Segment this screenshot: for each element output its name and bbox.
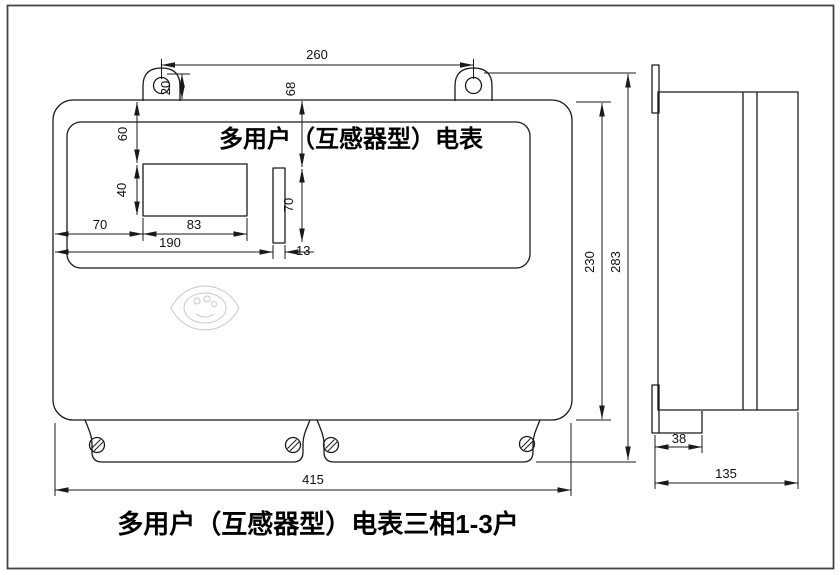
screw-icon [88, 436, 106, 454]
dim-20-label: 20 [158, 81, 173, 95]
terminal-cover-left [84, 419, 311, 463]
cover-screws [88, 435, 536, 454]
front-view: 多用户（互感器型）电表 [52, 67, 573, 463]
dim-68: 68 [283, 82, 305, 167]
mounting-hole-right [464, 76, 483, 95]
side-bottom-step [659, 411, 703, 434]
dim-38-label: 38 [672, 431, 686, 446]
dim-60-label: 60 [115, 127, 130, 141]
side-body [657, 91, 799, 411]
enclosure-body [52, 99, 573, 421]
dim-83: 83 [143, 217, 247, 237]
terminal-cover-right [316, 419, 541, 463]
dim-68-label: 68 [283, 82, 298, 96]
dim-70-left: 70 [55, 217, 248, 241]
dim-70-strip-label: 70 [281, 198, 296, 212]
dim-135: 135 [654, 412, 799, 489]
dimensions: 260 20 68 60 40 70 [54, 47, 799, 496]
logo-emblem [170, 285, 240, 331]
dim-38: 38 [654, 431, 703, 453]
display-window [142, 163, 248, 217]
dim-70-strip: 70 [281, 169, 305, 242]
dim-260-label: 260 [306, 47, 328, 62]
page-border [6, 4, 835, 570]
drawing-caption: 多用户（互感器型）电表三相1-3户 [117, 509, 519, 539]
side-flange-tab-top [651, 64, 660, 114]
screw-icon [322, 436, 340, 454]
dim-260: 260 [161, 47, 474, 79]
dim-230: 230 [576, 101, 611, 421]
dim-190: 190 [55, 235, 286, 259]
panel-title: 多用户（互感器型）电表 [219, 125, 484, 153]
dim-283-label: 283 [608, 251, 623, 273]
dim-60: 60 [115, 102, 140, 163]
dim-83-label: 83 [187, 217, 201, 232]
front-panel-seam [66, 121, 531, 269]
side-flange-tab-bottom [651, 384, 660, 434]
dim-70-left-label: 70 [93, 217, 107, 232]
dim-415-label: 415 [302, 472, 324, 487]
dim-283: 283 [484, 72, 636, 463]
dim-40-label: 40 [114, 183, 129, 197]
dim-415: 415 [54, 423, 572, 496]
dim-230-label: 230 [582, 251, 597, 273]
screw-icon [518, 435, 536, 453]
dim-13: 13 [285, 243, 314, 258]
dim-135-label: 135 [715, 466, 737, 481]
strip-window [272, 167, 286, 244]
dim-40: 40 [114, 165, 140, 215]
screw-icon [284, 436, 302, 454]
side-view [651, 64, 799, 434]
dim-190-label: 190 [159, 235, 181, 250]
dim-20: 20 [158, 73, 190, 99]
dim-13-label: 13 [296, 243, 310, 258]
